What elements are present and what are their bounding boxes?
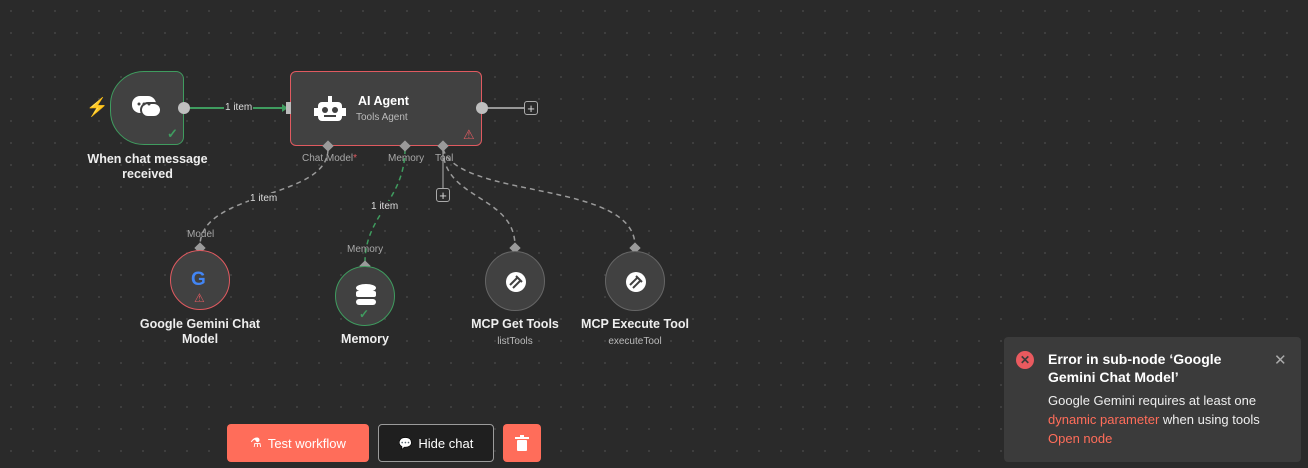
chat-bubbles-icon	[132, 96, 162, 118]
edge-label-memory: 1 item	[370, 201, 400, 212]
flask-icon: ⚗	[250, 435, 262, 450]
toast-title: Error in sub-node ‘Google Gemini Chat Mo…	[1048, 351, 1222, 385]
required-asterisk: *	[353, 153, 358, 164]
trigger-bolt-icon: ⚡	[86, 97, 109, 117]
google-logo-icon: G	[191, 269, 206, 290]
open-node-link[interactable]: Open node	[1048, 431, 1113, 446]
trigger-node-title: When chat message received	[87, 152, 208, 181]
ai-agent-subtitle: Tools Agent	[356, 112, 408, 123]
success-check-icon: ✓	[359, 307, 370, 321]
mcp-execute-tool-title: MCP Execute Tool	[581, 317, 689, 331]
hide-chat-button[interactable]: 💬 Hide chat	[378, 424, 494, 462]
add-node-button[interactable]: +	[524, 101, 538, 115]
memory-node-title: Memory	[341, 332, 389, 346]
toast-body-suffix: when using tools	[1159, 412, 1260, 427]
chat-model-label-text: Chat Model	[302, 153, 354, 164]
mcp-icon	[506, 272, 526, 292]
ai-agent-title: AI Agent	[358, 94, 409, 108]
agent-input-port[interactable]	[286, 102, 291, 114]
model-input-label: Model	[187, 229, 215, 240]
dynamic-parameter-link[interactable]: dynamic parameter	[1048, 412, 1160, 427]
memory-node[interactable]: ✓	[335, 266, 395, 326]
edge-label-model: 1 item	[249, 193, 279, 204]
agent-output-port[interactable]	[476, 102, 488, 114]
mcp-execute-tool-node[interactable]	[605, 251, 665, 311]
warning-icon: ⚠	[463, 127, 475, 142]
trash-icon	[515, 435, 529, 451]
mcp-execute-tool-subtitle: executeTool	[608, 336, 662, 347]
edge-tool-get	[442, 148, 516, 247]
trigger-output-port[interactable]	[178, 102, 190, 114]
warning-icon: ⚠	[194, 291, 205, 305]
google-gemini-node[interactable]: G ⚠	[170, 250, 230, 310]
ai-agent-node[interactable]: AI Agent Tools Agent ⚠	[290, 71, 482, 146]
trigger-node[interactable]: ✓	[110, 71, 184, 145]
memory-port-label: Memory	[388, 153, 425, 164]
mcp-icon	[626, 272, 646, 292]
database-icon	[356, 284, 376, 305]
chat-icon: 💬	[398, 437, 413, 450]
mcp-get-tools-title: MCP Get Tools	[471, 317, 559, 331]
chat-model-port-label: Chat Model*	[302, 153, 357, 164]
test-workflow-button[interactable]: ⚗ Test workflow	[227, 424, 369, 462]
error-icon: ✕	[1016, 351, 1034, 369]
close-icon[interactable]: ✕	[1274, 352, 1287, 369]
test-workflow-label: Test workflow	[267, 435, 346, 451]
tool-port-label: Tool	[435, 153, 454, 164]
delete-button[interactable]	[503, 424, 541, 462]
toast-body-prefix: Google Gemini requires at least one	[1048, 393, 1257, 408]
hide-chat-label: Hide chat	[418, 435, 474, 451]
edge-label-trigger-agent: 1 item	[224, 102, 254, 113]
toast-body: Google Gemini requires at least one dyna…	[1048, 391, 1293, 448]
mcp-get-tools-subtitle: listTools	[497, 336, 533, 347]
add-tool-button[interactable]: +	[436, 188, 450, 202]
edge-arrow	[282, 104, 288, 112]
gemini-node-title: Google Gemini Chat Model	[139, 317, 261, 346]
robot-icon	[314, 96, 346, 121]
edge-tool-exec	[442, 148, 636, 247]
memory-input-label: Memory	[347, 244, 384, 255]
error-toast: ✕ Error in sub-node ‘Google Gemini Chat …	[1004, 337, 1301, 462]
mcp-get-tools-node[interactable]	[485, 251, 545, 311]
success-check-icon: ✓	[167, 126, 178, 141]
